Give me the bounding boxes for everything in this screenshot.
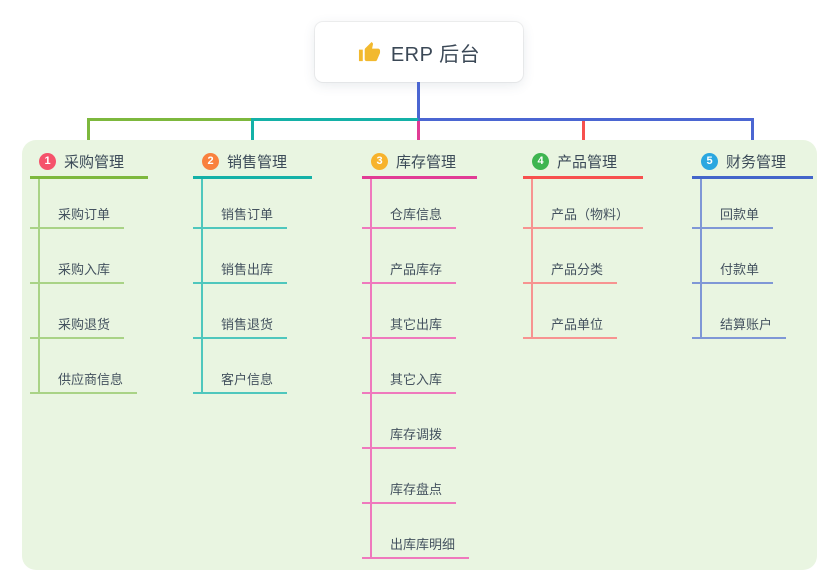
child-node[interactable]: 销售退货 xyxy=(193,314,288,339)
branch-title: 财务管理 xyxy=(726,153,787,171)
branch-number-badge: 4 xyxy=(532,152,549,170)
child-node[interactable]: 采购退货 xyxy=(30,314,125,339)
child-node[interactable]: 付款单 xyxy=(692,259,774,284)
child-node[interactable]: 供应商信息 xyxy=(30,369,138,394)
branch-title: 产品管理 xyxy=(557,153,618,171)
bus-line-green xyxy=(88,118,254,121)
child-node[interactable]: 出库库明细 xyxy=(362,534,470,559)
branch1-spine-line xyxy=(38,179,40,394)
root-connector-line xyxy=(417,82,420,119)
child-node[interactable]: 客户信息 xyxy=(193,369,288,394)
child-node[interactable]: 结算账户 xyxy=(692,314,787,339)
branch2-spine-line xyxy=(201,179,203,394)
child-node[interactable]: 其它出库 xyxy=(362,314,457,339)
branch5-spine-line xyxy=(700,179,702,339)
branch-number-badge: 5 xyxy=(701,152,718,170)
branch-header-2[interactable]: 2 销售管理 xyxy=(193,146,312,179)
branch5-connector-line xyxy=(751,118,754,140)
root-node[interactable]: ERP 后台 xyxy=(315,22,523,82)
bus-line-blue xyxy=(418,118,754,121)
branch3-spine-line xyxy=(370,179,372,559)
child-node[interactable]: 产品库存 xyxy=(362,259,457,284)
branch-number-badge: 1 xyxy=(39,152,56,170)
thumbs-up-icon xyxy=(358,41,380,61)
child-node[interactable]: 销售出库 xyxy=(193,259,288,284)
branch-header-4[interactable]: 4 产品管理 xyxy=(523,146,643,179)
branch-header-1[interactable]: 1 采购管理 xyxy=(30,146,148,179)
child-node[interactable]: 库存调拨 xyxy=(362,424,457,449)
branch-header-5[interactable]: 5 财务管理 xyxy=(692,146,813,179)
child-node[interactable]: 回款单 xyxy=(692,204,774,229)
child-node[interactable]: 仓库信息 xyxy=(362,204,457,229)
branch-title: 销售管理 xyxy=(227,153,288,171)
branch-number-badge: 2 xyxy=(202,152,219,170)
branch-title: 库存管理 xyxy=(396,153,457,171)
branch4-connector-line xyxy=(582,121,585,140)
child-node[interactable]: 产品分类 xyxy=(523,259,618,284)
branch2-connector-line xyxy=(251,118,254,140)
bus-line-teal xyxy=(254,118,418,121)
child-node[interactable]: 产品（物料） xyxy=(523,204,644,229)
branch4-spine-line xyxy=(531,179,533,339)
root-node-label: ERP 后台 xyxy=(390,43,481,66)
child-node[interactable]: 产品单位 xyxy=(523,314,618,339)
branch-number-badge: 3 xyxy=(371,152,388,170)
child-node[interactable]: 采购入库 xyxy=(30,259,125,284)
branch-title: 采购管理 xyxy=(64,153,125,171)
child-node[interactable]: 库存盘点 xyxy=(362,479,457,504)
branch-header-3[interactable]: 3 库存管理 xyxy=(362,146,477,179)
branch1-connector-line xyxy=(87,118,90,140)
branch3-connector-line xyxy=(417,121,420,140)
child-node[interactable]: 采购订单 xyxy=(30,204,125,229)
child-node[interactable]: 其它入库 xyxy=(362,369,457,394)
group-panel xyxy=(22,140,817,570)
child-node[interactable]: 销售订单 xyxy=(193,204,288,229)
